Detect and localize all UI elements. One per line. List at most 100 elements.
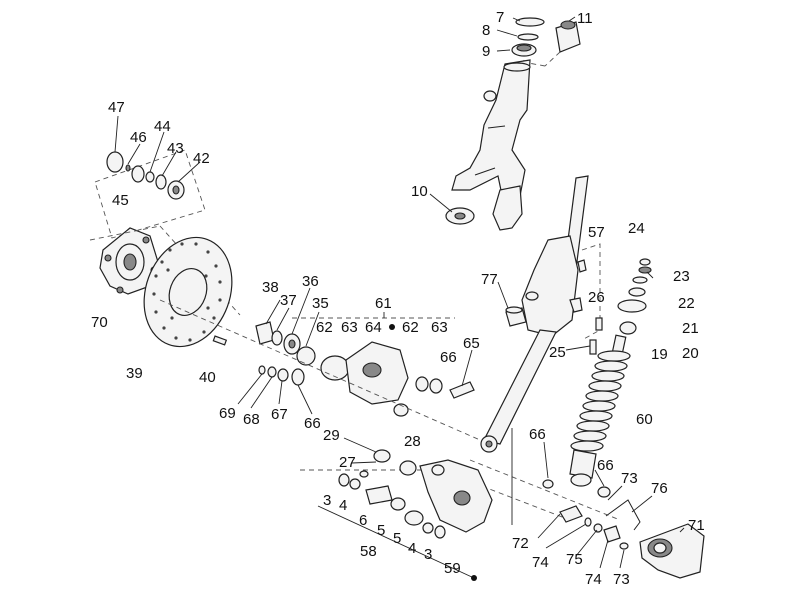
label-7: 7 [496, 9, 504, 26]
part-19 [619, 321, 637, 335]
label-46: 46 [130, 129, 147, 146]
label-19: 19 [651, 346, 668, 363]
label-69: 69 [219, 405, 236, 422]
label-70: 70 [91, 314, 108, 331]
label-28: 28 [404, 433, 421, 450]
part-44 [145, 171, 155, 183]
label-25: 25 [549, 344, 566, 361]
label-68: 68 [243, 411, 260, 428]
part-28 [399, 460, 417, 476]
set-marker-dot [389, 324, 395, 330]
label-75: 75 [566, 551, 583, 568]
part-39-brake-disc [143, 236, 233, 348]
part-66-left [542, 479, 554, 489]
part-22 [632, 276, 648, 284]
label-11: 11 [577, 10, 593, 27]
label-4b: 4 [408, 540, 416, 557]
fork-bolts [581, 243, 603, 355]
part-24 [639, 258, 651, 266]
part-10-dust-cover [445, 207, 475, 225]
part-21 [628, 287, 646, 297]
label-9: 9 [482, 43, 490, 60]
small-parts-left [258, 365, 305, 386]
part-5 [390, 497, 406, 511]
label-8: 8 [482, 22, 490, 39]
part-25 [589, 339, 597, 355]
part-65-pin [449, 381, 475, 399]
steering-bearing-top-group [511, 17, 581, 83]
label-66c: 66 [529, 426, 546, 443]
label-5a: 5 [377, 522, 385, 539]
part-74 [584, 517, 592, 527]
label-20: 20 [682, 345, 699, 362]
label-3a: 3 [323, 492, 331, 509]
part-23 [638, 266, 652, 274]
part-43 [155, 174, 167, 190]
part-27 [359, 470, 369, 478]
part-69 [258, 365, 266, 375]
label-36: 36 [302, 273, 319, 290]
label-65: 65 [463, 335, 480, 352]
part-71-cover [639, 523, 705, 579]
label-61: 61 [375, 295, 392, 312]
label-63b: 63 [431, 319, 448, 336]
steering-tube [451, 59, 531, 231]
part-8-washer [517, 33, 539, 41]
part-77-cap [505, 306, 527, 327]
label-5b: 5 [393, 530, 401, 547]
part-35 [296, 346, 316, 366]
label-66a: 66 [440, 349, 457, 366]
part-68 [267, 366, 277, 378]
label-23: 23 [673, 268, 690, 285]
label-29: 29 [323, 427, 340, 444]
lower-mount-group [542, 479, 705, 579]
label-42: 42 [193, 150, 210, 167]
label-58: 58 [360, 543, 377, 560]
label-66d: 66 [597, 457, 614, 474]
label-73b: 73 [613, 571, 630, 588]
label-62a: 62 [316, 319, 333, 336]
part-7-ring [515, 17, 545, 27]
label-63a: 63 [341, 319, 358, 336]
label-10: 10 [411, 183, 428, 200]
part-3 [338, 473, 350, 487]
label-67: 67 [271, 406, 288, 423]
part-38 [255, 321, 275, 345]
label-74b: 74 [585, 571, 602, 588]
label-77: 77 [481, 271, 498, 288]
part-72 [559, 505, 583, 523]
label-3b: 3 [424, 546, 432, 563]
part-4 [349, 478, 361, 490]
label-6: 6 [359, 512, 367, 529]
label-71: 71 [688, 517, 705, 534]
label-21: 21 [682, 320, 699, 337]
label-37: 37 [280, 292, 297, 309]
part-labels: 7 8 9 11 10 47 46 44 43 42 45 70 39 40 3… [91, 9, 705, 588]
part-66 [291, 368, 305, 386]
part-29 [373, 449, 391, 463]
part-66-right [597, 486, 611, 498]
label-35: 35 [312, 295, 329, 312]
part-37 [271, 330, 283, 346]
label-38: 38 [262, 279, 279, 296]
label-4a: 4 [339, 497, 347, 514]
label-27: 27 [339, 454, 356, 471]
part-20 [617, 299, 647, 313]
label-73a: 73 [621, 470, 638, 487]
hub-bearing-group [94, 149, 206, 239]
part-40-bolt [212, 335, 228, 346]
part-26 [595, 317, 603, 331]
label-57: 57 [588, 224, 605, 241]
label-60: 60 [636, 411, 653, 428]
fork-leg [480, 175, 589, 453]
leader-lines [114, 16, 685, 569]
part-75 [593, 523, 603, 533]
label-43: 43 [167, 140, 184, 157]
label-40: 40 [199, 369, 216, 386]
label-59: 59 [444, 560, 461, 577]
spacer-group [255, 321, 316, 366]
part-62 [393, 403, 409, 417]
shock-top-group [617, 258, 652, 335]
